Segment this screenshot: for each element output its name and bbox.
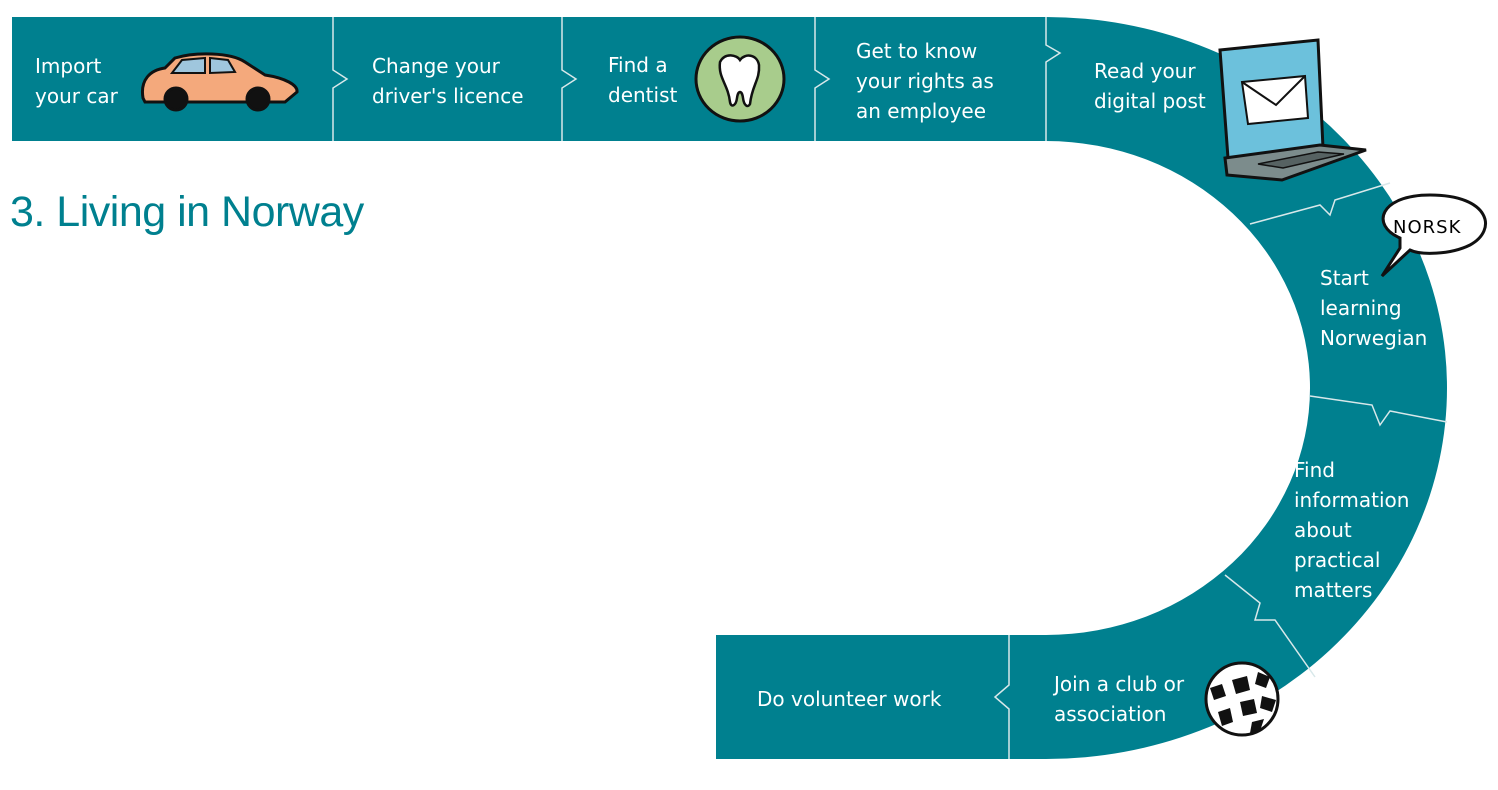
laptop-mail-icon: [1218, 38, 1367, 182]
step-join-club: Join a club or association: [1054, 672, 1185, 726]
step-import-car: Import your car: [35, 54, 118, 108]
step-change-licence: Change your driver's licence: [372, 54, 524, 108]
football-icon: [1204, 661, 1280, 737]
step-practical-info: Find information about practical matters: [1294, 458, 1410, 602]
page-title: 3. Living in Norway: [10, 188, 364, 236]
speech-bubble-text: NORSK: [1393, 217, 1462, 238]
step-learn-norwegian: Start learning Norwegian: [1320, 266, 1428, 350]
step-employee-rights: Get to know your rights as an employee: [856, 39, 994, 123]
tooth-icon: [694, 35, 786, 123]
speech-bubble-icon: [1380, 193, 1487, 278]
step-digital-post: Read your digital post: [1094, 59, 1206, 113]
car-icon: [140, 52, 299, 112]
step-volunteer: Do volunteer work: [757, 687, 942, 711]
step-dividers: [332, 17, 1448, 759]
step-find-dentist: Find a dentist: [608, 53, 678, 107]
